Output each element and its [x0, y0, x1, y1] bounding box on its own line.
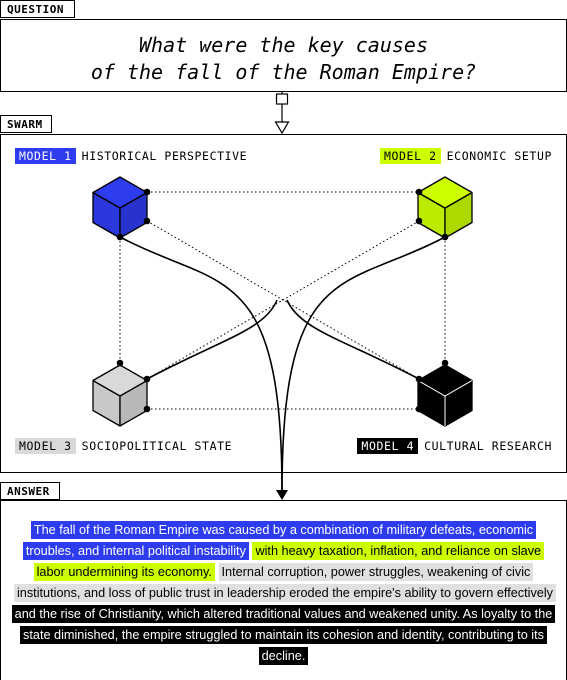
model-1-chip: MODEL 1: [15, 148, 76, 164]
model-2-title: ECONOMIC SETUP: [446, 149, 552, 163]
node-dot: [143, 217, 151, 225]
cube-top-face: [92, 176, 148, 209]
model-3-label: MODEL 3 SOCIOPOLITICAL STATE: [15, 438, 232, 454]
node-dot: [116, 233, 124, 241]
question-panel: What were the key causes of the fall of …: [0, 19, 567, 92]
node-dots: [116, 188, 449, 413]
link-2-3: [146, 220, 420, 380]
curve-model-2: [281, 236, 446, 493]
model-3-title: SOCIOPOLITICAL STATE: [81, 439, 233, 453]
question-tab: QUESTION: [0, 0, 75, 18]
converging-curves: [119, 236, 446, 493]
model-1-label: MODEL 1 HISTORICAL PERSPECTIVE: [15, 148, 247, 164]
node-dot: [441, 359, 449, 367]
question-text: What were the key causes of the fall of …: [1, 32, 566, 86]
answer-arrow: [276, 490, 288, 500]
curve-model-1: [119, 236, 283, 493]
model-2-label: MODEL 2 ECONOMIC SETUP: [379, 148, 552, 164]
model-1-title: HISTORICAL PERSPECTIVE: [81, 149, 248, 163]
node-dot: [441, 233, 449, 241]
node-dot: [143, 375, 151, 383]
node-dot: [143, 188, 151, 196]
model-4-chip: MODEL 4: [357, 438, 419, 454]
question-connector-arrow: [274, 121, 290, 135]
answer-tab: ANSWER: [0, 482, 60, 500]
question-line-2: of the fall of the Roman Empire?: [90, 60, 477, 84]
cube-model-4: [417, 364, 473, 427]
question-connector-node: [275, 93, 289, 105]
swarm-tab: SWARM: [0, 115, 52, 133]
answer-text: The fall of the Roman Empire was caused …: [11, 520, 557, 667]
node-dot: [415, 217, 423, 225]
answer-panel: The fall of the Roman Empire was caused …: [0, 500, 567, 680]
cube-top-face: [417, 176, 473, 209]
cube-model-1: [92, 176, 148, 239]
cube-top-face: [92, 364, 148, 397]
node-dot: [415, 375, 423, 383]
model-2-chip: MODEL 2: [379, 148, 441, 164]
curve-model-3: [146, 299, 278, 380]
node-dot: [116, 359, 124, 367]
question-line-1: What were the key causes: [139, 33, 428, 57]
model-4-label: MODEL 4 CULTURAL RESEARCH: [357, 438, 552, 454]
dotted-links: [119, 191, 446, 410]
node-dot: [415, 405, 423, 413]
model-3-chip: MODEL 3: [15, 438, 76, 454]
swarm-panel: MODEL 1 HISTORICAL PERSPECTIVE MODEL 2 E…: [0, 134, 567, 473]
model-4-title: CULTURAL RESEARCH: [424, 439, 552, 453]
node-dot: [143, 405, 151, 413]
model-cubes: [92, 176, 473, 427]
curve-model-4: [286, 299, 420, 380]
node-dot: [415, 188, 423, 196]
cube-model-3: [92, 364, 148, 427]
cube-model-2: [417, 176, 473, 239]
